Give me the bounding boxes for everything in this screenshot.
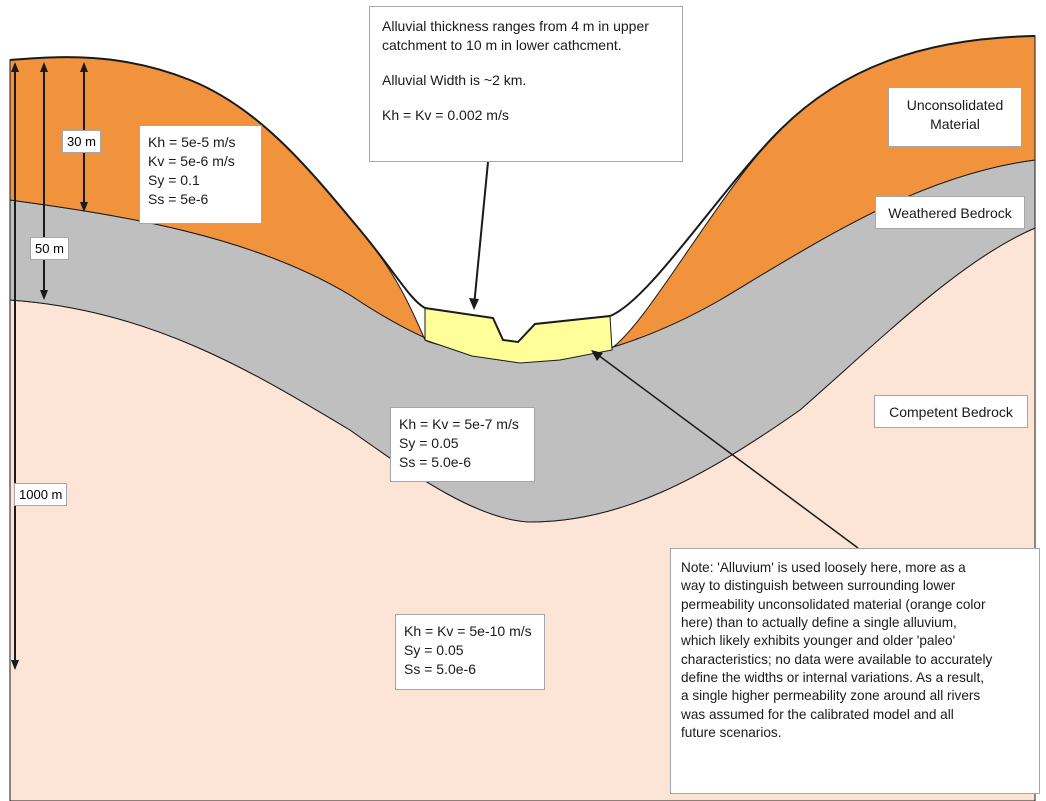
alluvial-info-box: Alluvial thickness ranges from 4 m in up… xyxy=(369,6,683,162)
alluvium-note-box: Note: 'Alluvium' is used loosely here, m… xyxy=(670,548,1040,794)
property-line: Sy = 0.1 xyxy=(148,171,200,188)
unconsolidated-properties-box: Kh = 5e-5 m/s Kv = 5e-6 m/s Sy = 0.1 Ss … xyxy=(139,125,262,224)
note-line: which likely exhibits younger and older … xyxy=(681,633,956,649)
alluvial-pointer-arrow xyxy=(469,161,489,310)
dimension-30m-label: 30 m xyxy=(62,130,101,153)
alluvial-conductivity-text: Kh = Kv = 0.002 m/s xyxy=(382,106,509,123)
weathered-bedrock-label: Weathered Bedrock xyxy=(875,196,1025,229)
dimension-1000m-arrow xyxy=(11,62,19,670)
note-line: permeability unconsolidated material (or… xyxy=(681,596,986,612)
note-line: characteristics; no data were available … xyxy=(681,651,993,667)
layer-name: Competent Bedrock xyxy=(889,404,1013,420)
property-line: Sy = 0.05 xyxy=(404,641,464,658)
note-line: way to distinguish between surrounding l… xyxy=(681,578,956,594)
note-line: here) than to actually define a single a… xyxy=(681,615,957,631)
unconsolidated-material-label: Unconsolidated Material xyxy=(888,87,1022,147)
property-line: Sy = 0.05 xyxy=(399,434,459,451)
note-line: was assumed for the calibrated model and… xyxy=(681,706,954,722)
property-line: Ss = 5.0e-6 xyxy=(404,660,476,677)
note-line: define the widths or internal variations… xyxy=(681,670,984,686)
layer-name: Weathered Bedrock xyxy=(888,205,1012,221)
dimension-1000m-label: 1000 m xyxy=(14,483,68,506)
note-line: future scenarios. xyxy=(681,725,782,741)
property-line: Ss = 5e-6 xyxy=(148,190,209,207)
note-pointer-arrow xyxy=(591,350,859,549)
note-line: Note: 'Alluvium' is used loosely here, m… xyxy=(681,560,966,575)
dimension-50m-label: 50 m xyxy=(30,237,69,260)
note-line: a single higher permeability zone around… xyxy=(681,688,981,704)
property-line: Kh = 5e-5 m/s xyxy=(148,134,236,150)
property-line: Kv = 5e-6 m/s xyxy=(148,152,235,169)
property-line: Kh = Kv = 5e-7 m/s xyxy=(399,416,519,432)
ground-surface-line xyxy=(9,35,1036,344)
property-line: Ss = 5.0e-6 xyxy=(399,453,471,470)
weathered-properties-box: Kh = Kv = 5e-7 m/s Sy = 0.05 Ss = 5.0e-6 xyxy=(390,407,535,482)
alluvial-catchment-text: catchment to 10 m in lower cathcment. xyxy=(382,36,622,53)
alluvial-width-text: Alluvial Width is ~2 km. xyxy=(382,71,527,88)
alluvial-thickness-text: Alluvial thickness ranges from 4 m in up… xyxy=(382,18,649,34)
competent-properties-box: Kh = Kv = 5e-10 m/s Sy = 0.05 Ss = 5.0e-… xyxy=(395,614,545,690)
competent-bedrock-label: Competent Bedrock xyxy=(874,395,1028,428)
layer-name: Unconsolidated Material xyxy=(906,97,1004,132)
property-line: Kh = Kv = 5e-10 m/s xyxy=(404,623,532,639)
